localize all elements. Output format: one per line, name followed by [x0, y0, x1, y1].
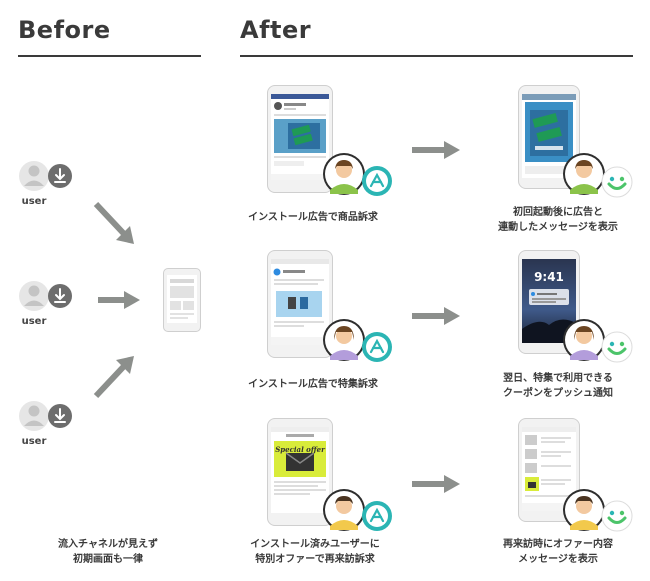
user-3 [18, 398, 88, 458]
user-icon [19, 161, 72, 191]
person-avatar [323, 489, 365, 531]
row3-right-caption: 再来訪時にオファー内容 メッセージを表示 [490, 537, 626, 567]
user-label-3: user [21, 436, 47, 447]
arrow-icon [412, 475, 460, 493]
row1-left-phone [267, 85, 333, 193]
row2-right-caption-line2: クーポンをプッシュ通知 [503, 388, 613, 399]
after-rule [240, 55, 633, 57]
row3-right-caption-line1: 再来訪時にオファー内容 [503, 539, 613, 550]
user-1 [18, 158, 88, 218]
karte-smile-badge [601, 166, 633, 198]
user-2 [18, 278, 88, 338]
user-icon [19, 281, 72, 311]
arrow-icon [93, 356, 134, 399]
row3-left-phone: Special offer [267, 418, 333, 526]
after-heading: After [240, 16, 312, 44]
row3-right-screen [522, 427, 576, 511]
person-avatar [323, 153, 365, 195]
row2-left-phone [267, 250, 333, 358]
before-rule [18, 55, 201, 57]
karte-app-badge [362, 166, 392, 196]
user-label-2: user [21, 316, 47, 327]
arrow-icon [412, 307, 460, 325]
arrow-icon [412, 141, 460, 159]
generic-screen [167, 275, 197, 323]
person-avatar [323, 319, 365, 361]
user-icon [19, 401, 72, 431]
person-avatar [563, 153, 605, 195]
row2-right-caption: 翌日、特集で利用できる クーポンをプッシュ通知 [488, 371, 628, 401]
karte-app-badge [362, 501, 392, 531]
row3-left-caption-line1: インストール済みユーザーに [250, 539, 380, 550]
karte-smile-badge [601, 500, 633, 532]
person-avatar [563, 319, 605, 361]
arrow-icon [98, 291, 140, 309]
row1-left-caption: インストール広告で商品訴求 [240, 210, 386, 225]
row1-right-caption: 初回起動後に広告と 連動したメッセージを表示 [488, 205, 628, 235]
karte-smile-badge [601, 331, 633, 363]
row3-left-caption: インストール済みユーザーに 特別オファーで再来訪訴求 [240, 537, 390, 567]
row3-left-caption-line2: 特別オファーで再来訪訴求 [255, 554, 375, 565]
row2-right-caption-line1: 翌日、特集で利用できる [503, 373, 613, 384]
before-caption-line1: 流入チャネルが見えず [58, 539, 158, 550]
user-label-1: user [21, 196, 47, 207]
row1-left-caption-line1: インストール広告で商品訴求 [248, 212, 378, 223]
row1-right-caption-line2: 連動したメッセージを表示 [498, 222, 618, 233]
generic-phone [163, 268, 201, 332]
row3-right-caption-line2: メッセージを表示 [518, 554, 598, 565]
lock-time: 9:41 [534, 270, 564, 284]
person-avatar [563, 489, 605, 531]
row3-left-screen [271, 427, 329, 513]
row1-right-caption-line1: 初回起動後に広告と [513, 207, 603, 218]
row2-left-caption: インストール広告で特集訴求 [240, 377, 386, 392]
row2-left-caption-line1: インストール広告で特集訴求 [248, 379, 378, 390]
arrow-icon [93, 201, 134, 244]
row1-right-screen [522, 94, 576, 178]
before-heading: Before [18, 16, 111, 44]
row1-left-screen [271, 94, 329, 180]
karte-app-badge [362, 332, 392, 362]
special-offer-banner: Special offer [275, 445, 325, 454]
before-caption-line2: 初期画面も一律 [73, 554, 143, 565]
before-caption: 流入チャネルが見えず 初期画面も一律 [48, 537, 168, 567]
row1-right-phone [518, 85, 580, 189]
row2-left-screen [271, 259, 329, 345]
